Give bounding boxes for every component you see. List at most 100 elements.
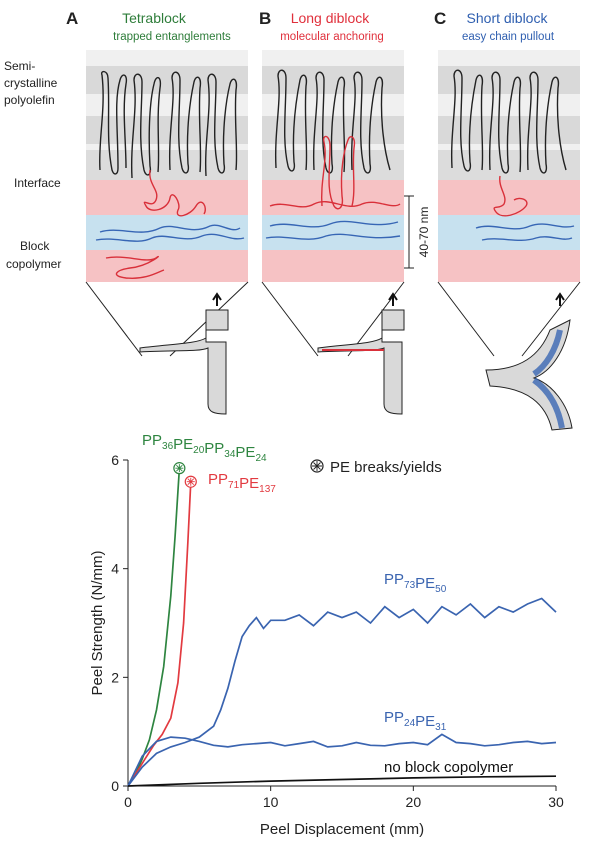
legend-label: PE breaks/yields: [330, 459, 442, 476]
panel-a-crystal-band-3: [86, 150, 248, 180]
panel-c-chain-blue-2: [481, 236, 573, 241]
panel-c-title: Short diblock: [467, 10, 549, 26]
legend-break-icon: [310, 459, 324, 473]
series-label-subscript: 24: [255, 453, 267, 464]
y-tick-label: 4: [111, 561, 119, 577]
series-line-4: [127, 775, 557, 787]
panel-a-interface-band: [86, 180, 248, 215]
panel-c-chain-red-1: [493, 175, 528, 217]
x-ticks: 0 10 20 30: [124, 786, 564, 810]
x-tick-label: 30: [548, 794, 564, 810]
panel-a-title: Tetrablock: [122, 10, 187, 26]
semi-label-1: Semi-: [4, 59, 35, 73]
panel-a-chain-red-2: [105, 255, 165, 280]
series-label-part: PP: [384, 709, 404, 726]
panel-c-subtitle: easy chain pullout: [462, 31, 555, 43]
series-labels: PP36PE20PP34PE24PP71PE137PP73PE50PP24PE3…: [142, 432, 513, 776]
panel-b-diagram: [261, 50, 405, 415]
panel-a-chain-blue-2: [95, 233, 245, 242]
x-tick-label: 10: [263, 794, 279, 810]
panel-c-chain-black-3: [526, 71, 567, 174]
panel-b-specimen: [317, 309, 405, 415]
series-lines: [127, 462, 557, 787]
x-axis-label: Peel Displacement (mm): [260, 821, 424, 838]
panel-a-chain-black-2: [130, 73, 162, 179]
series-label-part: PE: [173, 436, 193, 453]
series-label-part: PE: [235, 444, 255, 461]
series-label-part: PP: [208, 471, 228, 488]
series-label-part: PP: [204, 440, 224, 457]
panel-b-chain-blue-2: [265, 233, 401, 240]
series-label-subscript: 36: [162, 441, 174, 452]
series-label-subscript: 20: [193, 445, 205, 456]
series-line-3: [127, 733, 557, 787]
break-marker-cross-1: [186, 477, 195, 486]
panel-b-lower-band: [262, 250, 404, 282]
series-line-0: [127, 468, 181, 787]
panel-c-chain-black-1: [450, 69, 484, 172]
series-label-subscript: 73: [404, 580, 416, 591]
panel-a-chain-black-3: [168, 71, 202, 174]
series-label-3: PP24PE31: [384, 709, 447, 733]
x-tick-label: 20: [406, 794, 422, 810]
panel-b-copolymer-band: [262, 215, 404, 250]
series-label-4: no block copolymer: [384, 759, 513, 776]
y-tick-label: 2: [111, 669, 119, 685]
panel-c-lower-band: [438, 250, 580, 282]
panel-b-header: B Long diblock molecular anchoring: [259, 9, 384, 43]
block-label-2: copolymer: [6, 257, 61, 271]
series-label-part: PP: [384, 571, 404, 588]
series-label-part: PE: [415, 575, 435, 592]
panel-c-interface-band: [438, 180, 580, 215]
panel-c-zoom-lines: [437, 281, 581, 357]
scale-bar-line: [404, 195, 414, 269]
panel-a-diagram: [85, 50, 249, 415]
y-axis-label: Peel Strength (N/mm): [89, 550, 106, 695]
panel-a-crystal-band-1: [86, 66, 248, 94]
break-marker-cross-0: [175, 464, 184, 473]
panel-c-diagram: [437, 50, 581, 431]
semi-label-2: crystalline: [4, 76, 58, 90]
panel-b-letter: B: [259, 9, 271, 28]
panel-a-crystal-band-2: [86, 116, 248, 144]
panel-b-chain-black-1: [274, 69, 308, 172]
panel-b-title: Long diblock: [291, 10, 371, 26]
block-label-1: Block: [20, 239, 50, 253]
interface-label: Interface: [14, 176, 61, 190]
panel-b-crystal-band-3: [262, 150, 404, 180]
panel-a-lower-band: [86, 250, 248, 282]
legend-break-icon-cross: [312, 461, 322, 471]
panel-a-header: A Tetrablock trapped entanglements: [66, 9, 231, 43]
panel-b-chain-black-2: [312, 71, 346, 174]
panel-b-pull-arrow: [388, 292, 398, 306]
series-label-subscript: 71: [228, 480, 240, 491]
series-label-part: PE: [415, 713, 435, 730]
series-label-subscript: 50: [435, 584, 447, 595]
scale-bar: 40-70 nm: [404, 195, 431, 269]
panel-a-subtitle: trapped entanglements: [113, 31, 231, 43]
panel-a-specimen: [139, 309, 229, 415]
panel-c-crystal-band-3: [438, 150, 580, 180]
panel-c-chain-blue-1: [475, 223, 575, 230]
series-label-subscript: 24: [404, 718, 416, 729]
panel-a-chain-black-1: [98, 70, 128, 175]
panel-c-letter: C: [434, 9, 446, 28]
scale-bar-label: 40-70 nm: [417, 207, 431, 258]
panel-a-chain-red-1: [143, 169, 206, 217]
series-label-1: PP71PE137: [208, 471, 276, 495]
panel-b-subtitle: molecular anchoring: [280, 31, 384, 43]
series-label-subscript: 31: [435, 722, 447, 733]
legend: PE breaks/yields: [310, 459, 442, 476]
series-label-part: PP: [142, 432, 162, 449]
panel-b-chain-red-2: [269, 201, 401, 208]
panel-b-chain-red-1: [320, 135, 356, 210]
series-label-subscript: 34: [224, 449, 236, 460]
panel-c-pull-arrow: [555, 292, 565, 306]
series-label-0: PP36PE20PP34PE24: [142, 432, 267, 464]
x-tick-label: 0: [124, 794, 132, 810]
panel-c-copolymer-band: [438, 215, 580, 250]
side-labels: Semi- crystalline polyolefin Interface B…: [4, 59, 61, 271]
panel-a-chain-blue-1: [99, 224, 241, 233]
